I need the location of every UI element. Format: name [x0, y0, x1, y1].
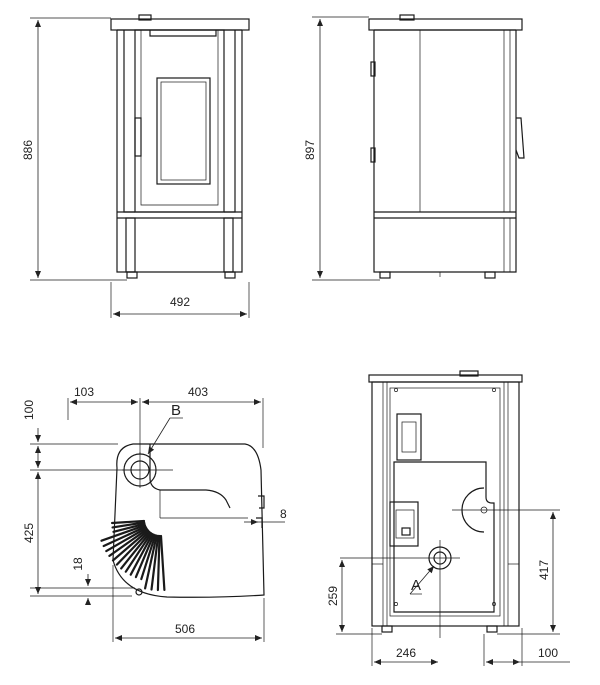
vent-slot: [144, 534, 158, 590]
front-dimensions: 886 492: [21, 17, 250, 318]
front-width-dimension: 492: [170, 295, 190, 309]
vent-slot: [102, 525, 147, 548]
plan-width-dimension: 506: [175, 622, 195, 636]
side-view: [368, 14, 525, 279]
plan-right-width-dimension: 403: [188, 385, 208, 399]
vent-slot: [150, 534, 160, 591]
rear-outlet-height-dimension: 259: [326, 586, 340, 606]
rear-vertical-dimension: 417: [537, 560, 551, 580]
plan-small-dimension: 18: [71, 557, 85, 571]
vent-slot: [159, 534, 166, 592]
vent-slot: [111, 521, 146, 529]
vent-slot: [100, 524, 146, 542]
plan-depth-dimension: 425: [22, 523, 36, 543]
vent-slot: [115, 530, 150, 566]
side-dimensions: 897: [303, 16, 380, 281]
vent-slot: [111, 529, 149, 562]
plan-side-gap-dimension: 8: [280, 507, 287, 521]
vent-slot: [156, 534, 161, 592]
vent-slot: [120, 531, 152, 570]
plan-view: [100, 443, 265, 598]
vent-slot: [129, 532, 154, 576]
air-inlet-label: A: [411, 577, 421, 594]
flue-label: B: [171, 402, 181, 419]
rear-view: [340, 370, 560, 638]
front-view: [110, 14, 250, 279]
plan-dimensions: 103 403 100 425 18 8 506 B: [22, 385, 287, 642]
ventilation-slots: [100, 519, 166, 592]
vent-slot: [140, 534, 157, 581]
rear-right-offset-dimension: 100: [538, 646, 558, 660]
plan-left-offset-dimension: 103: [74, 385, 94, 399]
rear-horizontal-dimension: 246: [396, 646, 416, 660]
vent-slot: [134, 533, 155, 579]
vent-slot: [112, 522, 146, 533]
rear-dimensions: 259 417 246 100 A: [326, 512, 570, 666]
vent-slot: [110, 519, 146, 525]
side-height-dimension: 897: [303, 140, 317, 160]
front-height-dimension: 886: [21, 140, 35, 160]
vent-slot: [105, 526, 148, 553]
plan-top-offset-dimension: 100: [22, 400, 36, 420]
vent-slot: [124, 532, 153, 573]
vent-slot: [108, 528, 149, 558]
